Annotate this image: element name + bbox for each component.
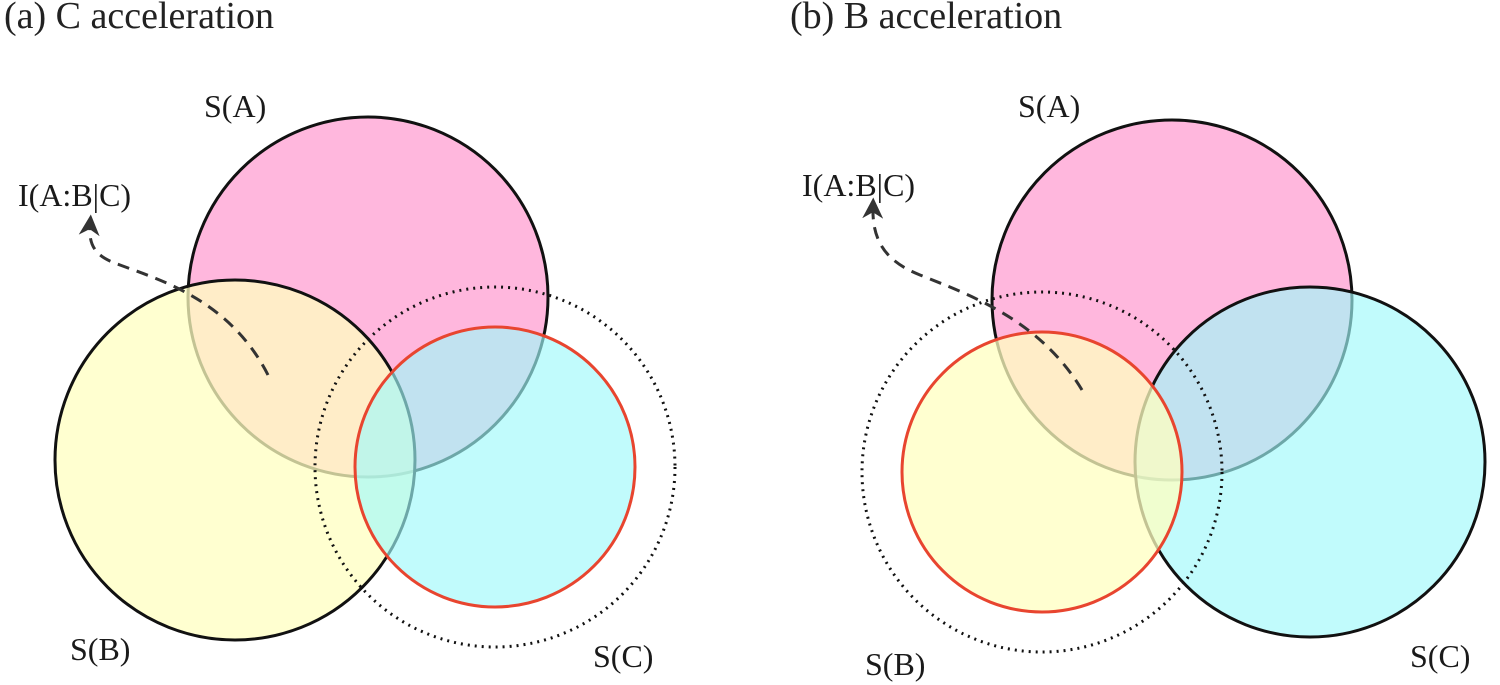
panel-b-circle-sb-dotted (860, 290, 1224, 654)
panel-a-label-cmi: I(A:B|C) (18, 177, 131, 213)
panel-a-label-sc: S(C) (593, 638, 653, 674)
panel-b-circle-sb (900, 330, 1184, 614)
panel-b-cmi-arrow (862, 197, 1084, 391)
panel-b-circle-sc (1133, 285, 1487, 639)
panel-b-label-sc: S(C) (1410, 638, 1470, 674)
panel-a: S(A) S(B) S(C) I(A:B|C) (18, 88, 677, 674)
panel-b: S(A) S(B) S(C) I(A:B|C) (802, 88, 1487, 682)
panel-a-circle-sc-dotted (313, 285, 677, 649)
panel-b-title: (b) B acceleration (790, 0, 1063, 37)
panel-b-label-cmi: I(A:B|C) (802, 167, 915, 203)
panel-a-title: (a) C acceleration (4, 0, 275, 37)
panel-a-cmi-arrow (78, 214, 270, 376)
panel-b-label-sb: S(B) (865, 646, 925, 682)
panel-a-label-sb: S(B) (70, 631, 130, 667)
panel-a-circle-sc (353, 325, 637, 609)
panel-b-label-sa: S(A) (1018, 88, 1080, 124)
panel-a-label-sa: S(A) (204, 88, 266, 124)
